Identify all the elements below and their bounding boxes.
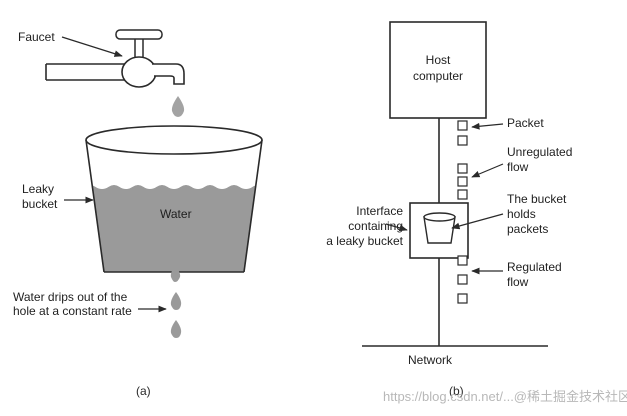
packet-square (457, 293, 468, 304)
network-label: Network (408, 353, 453, 367)
water-drop-icon (171, 96, 185, 117)
packet-square (457, 163, 468, 174)
leaky-bucket-label-line-2: bucket (22, 197, 58, 211)
interface-label-line-1: Interface (356, 204, 403, 218)
packet-label: Packet (507, 116, 544, 130)
leaky-bucket-label-line-1: Leaky (22, 182, 54, 196)
drip-3-icon (170, 320, 182, 338)
packet-square (457, 176, 468, 187)
packet-square (457, 274, 468, 285)
host-label-line-1: Host (426, 53, 451, 67)
drips-label-line-1: Water drips out of the (13, 290, 128, 304)
packet-square (457, 120, 468, 131)
leaky-bucket-icon (85, 125, 263, 273)
unregulated-label-line-1: Unregulated (507, 145, 572, 159)
drip-2-icon (170, 292, 182, 310)
diagram-b: Host computer Pac (326, 21, 572, 398)
watermark-text: https://blog.csdn.net/...@稀土掘金技术社区 (383, 389, 627, 404)
packet-square (457, 255, 468, 266)
faucet-icon (45, 29, 185, 88)
packet-square (457, 135, 468, 146)
drip-1-icon (170, 265, 181, 282)
regulated-label-line-1: Regulated (507, 260, 562, 274)
regulated-label-line-2: flow (507, 275, 529, 289)
host-label-line-2: computer (413, 69, 463, 83)
diagram-a: Faucet Leaky bucket Water Water drips ou… (13, 29, 263, 398)
host-computer-box (389, 21, 487, 119)
packet-square (457, 189, 468, 200)
caption-b: (b) (449, 384, 464, 398)
interface-label-line-3: a leaky bucket (326, 234, 403, 248)
faucet-label: Faucet (18, 30, 55, 44)
interface-label-line-2: containing (348, 219, 403, 233)
water-label: Water (160, 207, 192, 221)
bucket-holds-label-line-1: The bucket (507, 192, 567, 206)
bucket-holds-label-line-2: holds (507, 207, 536, 221)
unregulated-label-line-2: flow (507, 160, 529, 174)
small-bucket-icon (423, 212, 456, 244)
bucket-holds-label-line-3: packets (507, 222, 548, 236)
caption-a: (a) (136, 384, 151, 398)
drips-label-line-2: hole at a constant rate (13, 304, 132, 318)
